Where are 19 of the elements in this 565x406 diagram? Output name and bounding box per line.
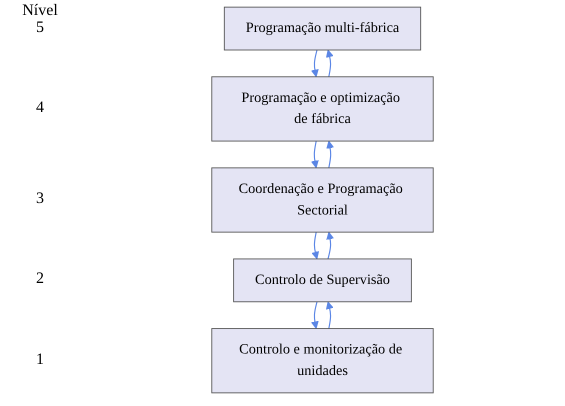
level-number: 2 bbox=[35, 270, 45, 288]
arrow bbox=[326, 140, 334, 168]
arrow bbox=[326, 301, 334, 329]
arrow bbox=[310, 302, 319, 329]
arrow bbox=[326, 50, 334, 77]
level-number: 3 bbox=[35, 190, 45, 208]
node-box: Controlo e monitorização de unidades bbox=[211, 328, 434, 394]
node-box: Programação multi-fábrica bbox=[224, 6, 422, 50]
arrow bbox=[311, 232, 320, 260]
node-box: Programação e optimização de fábrica bbox=[211, 76, 434, 142]
node-box: Coordenação e Programação Sectorial bbox=[211, 167, 434, 233]
arrow bbox=[310, 50, 319, 78]
arrow bbox=[310, 140, 319, 168]
level-number: 4 bbox=[35, 98, 45, 117]
level-number: 1 bbox=[35, 350, 45, 369]
node-box: Controlo de Supervisão bbox=[233, 258, 412, 302]
level-number: 5 bbox=[35, 18, 45, 37]
arrow bbox=[326, 232, 334, 260]
column-heading: Nível bbox=[21, 2, 59, 20]
